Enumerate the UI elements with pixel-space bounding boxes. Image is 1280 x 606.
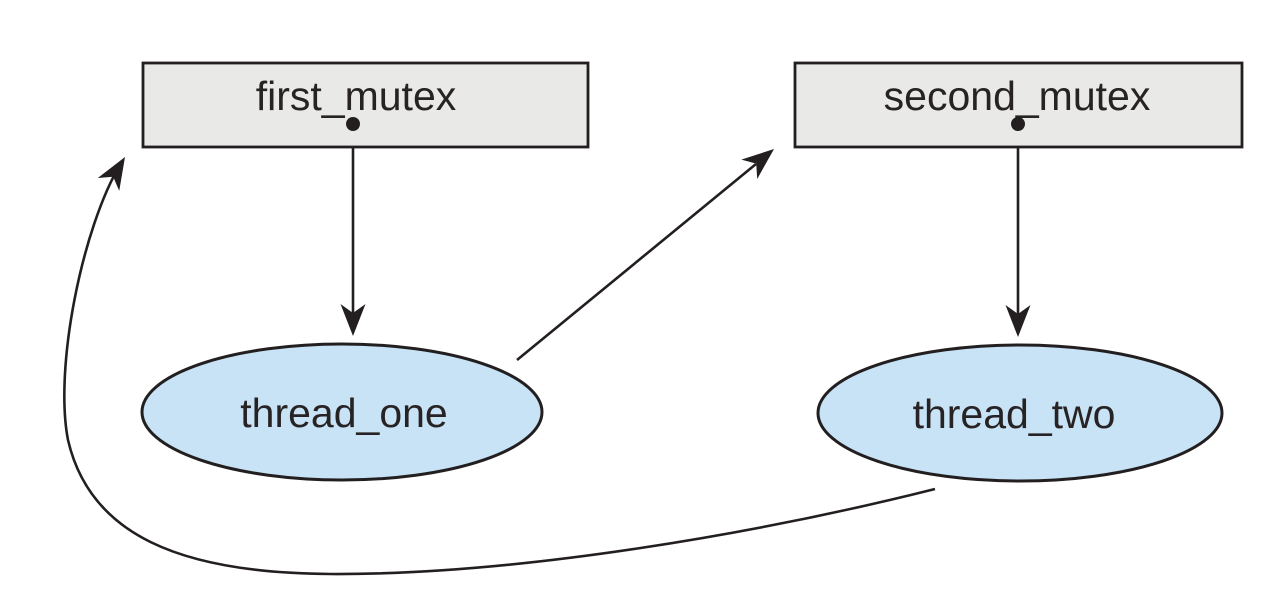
node-label: thread_two — [913, 391, 1116, 437]
thread-ellipse — [816, 343, 1224, 483]
arrowhead — [741, 149, 774, 179]
node-first-mutex: first_mutex — [141, 61, 590, 149]
arrowhead — [340, 304, 366, 336]
edge-second-mutex-to-thread-two — [1005, 124, 1031, 337]
edge-line — [516, 162, 757, 362]
arrowhead — [1005, 305, 1031, 337]
mutex-box — [793, 61, 1244, 149]
node-label: second_mutex — [884, 73, 1151, 119]
node-label: first_mutex — [256, 73, 457, 119]
resource-instance-dot — [1011, 117, 1025, 131]
edge-thread-one-to-second-mutex — [516, 149, 774, 362]
edge-curve — [63, 162, 936, 576]
node-thread-one: thread_one — [140, 342, 544, 482]
node-label: thread_one — [240, 390, 447, 436]
node-second-mutex: second_mutex — [793, 61, 1244, 149]
node-thread-two: thread_two — [816, 343, 1224, 483]
thread-ellipse — [140, 342, 544, 482]
arrowhead — [97, 157, 125, 191]
resource-instance-dot — [346, 117, 360, 131]
mutex-box — [141, 61, 590, 149]
edge-thread-two-to-first-mutex — [63, 157, 936, 576]
edge-first-mutex-to-thread-one — [340, 124, 366, 336]
